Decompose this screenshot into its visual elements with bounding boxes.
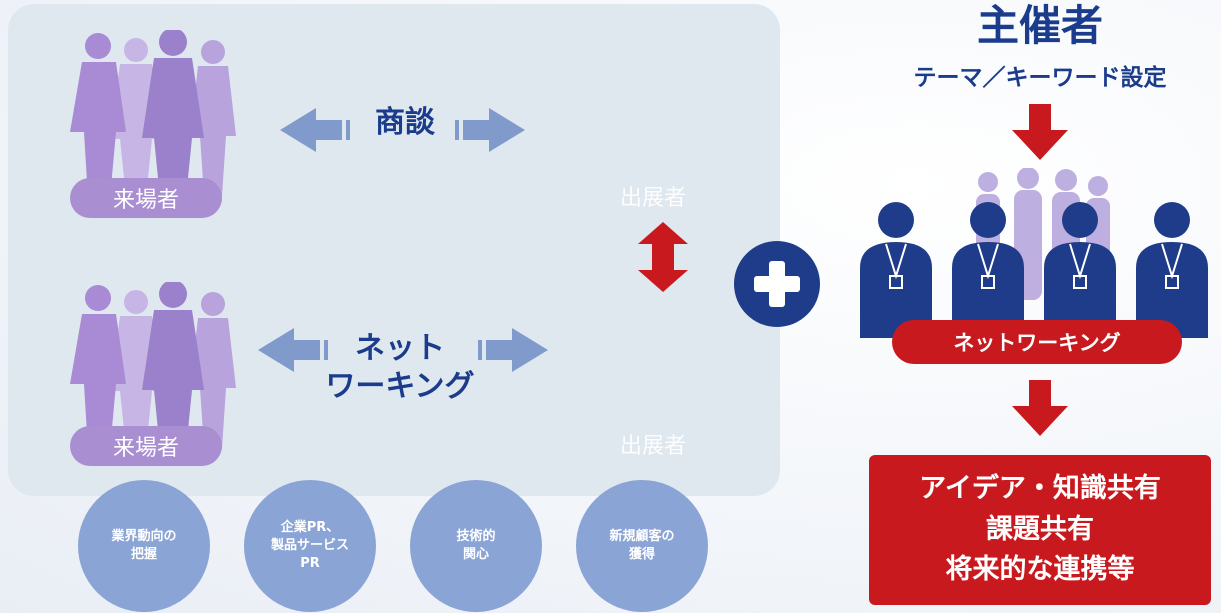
red-down-arrow-icon-2 (1012, 380, 1068, 436)
networking-label-line1: ネット (355, 331, 445, 366)
result-line-1: アイデア・知識共有 (919, 473, 1161, 505)
red-down-arrow-icon (1012, 104, 1068, 160)
networking-label: ネット ワーキング (300, 330, 500, 405)
networking-label-line2: ワーキング (325, 368, 475, 404)
organizer-staff-silhouette (860, 168, 1208, 338)
purpose-circle-company-pr: 企業PR、 製品サービス PR (244, 480, 376, 612)
visitor-label-bottom: 来場者 (70, 426, 222, 466)
purpose-circle-industry-trends: 業界動向の 把握 (78, 480, 210, 612)
business-talk-arrow-icon (280, 108, 525, 152)
plus-icon (734, 241, 820, 327)
networking-arrow-icon (258, 328, 548, 372)
result-line-2: 課題共有 (986, 513, 1094, 545)
business-talk-label: 商談 (375, 105, 435, 140)
red-vertical-double-arrow-icon (638, 222, 688, 292)
result-line-3: 将来的な連携等 (945, 554, 1135, 586)
organizer-title: 主催者 (976, 1, 1103, 50)
purpose-circle-new-customers: 新規顧客の 獲得 (576, 480, 708, 612)
visitor-label-top: 来場者 (70, 178, 222, 218)
result-box: アイデア・知識共有 課題共有 将来的な連携等 (869, 455, 1211, 605)
organizer-subtitle: テーマ／キーワード設定 (913, 65, 1167, 91)
purpose-circle-technical-interest: 技術的 関心 (410, 480, 542, 612)
exhibitor-label-top: 出展者 (620, 186, 687, 211)
exhibitor-label-bottom: 出展者 (620, 434, 687, 459)
visitor-group-silhouette-bottom (70, 282, 236, 450)
visitor-group-silhouette-top (70, 30, 236, 198)
networking-badge: ネットワーキング (892, 320, 1182, 364)
